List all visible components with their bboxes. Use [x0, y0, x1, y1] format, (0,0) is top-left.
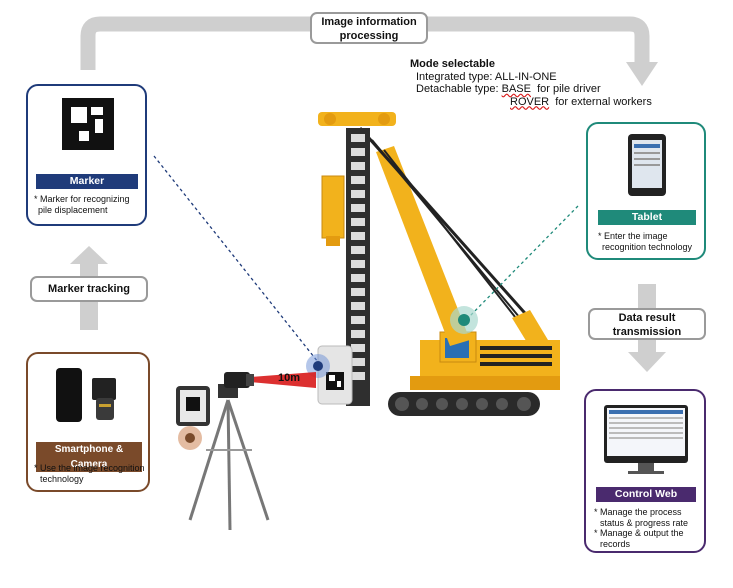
data-result-line2: transmission [612, 326, 682, 338]
mode-title: Mode selectable [410, 58, 495, 70]
image-processing-label: Image information processing [310, 12, 428, 44]
mode-rover-word: ROVER [510, 95, 550, 108]
smartphone-icon [56, 368, 82, 422]
tablet-card: Tablet * Enter the image recognition tec… [586, 122, 706, 260]
monitor-stand-icon [638, 463, 654, 471]
control-web-note: * Manage the process status & progress r… [594, 507, 688, 549]
web-note1-line1: * Manage the process [594, 507, 682, 517]
phone-note-line2: technology [40, 473, 84, 484]
tablet-note-line1: * Enter the image [598, 231, 668, 241]
web-note2-line1: * Manage & output the [594, 528, 684, 538]
image-processing-line2: processing [339, 30, 399, 42]
marker-tracking-arrowhead [70, 246, 108, 264]
data-result-arrowhead [628, 352, 666, 372]
tablet-label: Tablet [598, 210, 696, 225]
pile-driver-crane [317, 112, 560, 416]
tablet-note: * Enter the image recognition technology [598, 231, 692, 252]
marker-qr-icon [62, 98, 114, 150]
mode-rover-desc: for external workers [549, 95, 652, 108]
camera-lens-icon [96, 398, 114, 420]
laser-beam [250, 372, 316, 388]
mode-base-word: BASE [501, 83, 531, 95]
mode-rover-line: ROVER for external workers [410, 96, 652, 109]
data-result-line1: Data result [618, 312, 676, 324]
marker-note-line1: * Marker for recognizing [34, 194, 130, 204]
camera-icon [92, 378, 116, 400]
marker-note-line2: pile displacement [38, 204, 108, 215]
tablet-icon [628, 134, 666, 196]
top-flow-arrowhead [626, 62, 658, 86]
web-note1-line2: status & progress rate [600, 517, 689, 528]
image-processing-line1: Image information [321, 16, 417, 28]
mode-base-desc: for pile driver [530, 83, 601, 95]
mode-integrated: Integrated type: ALL-IN-ONE [416, 70, 557, 83]
tablet-link-line [467, 205, 579, 319]
marker-label: Marker [36, 174, 138, 189]
distance-label: 10m [278, 372, 301, 384]
mode-detachable-prefix: Detachable type: [416, 83, 499, 95]
phone-camera-label: Smartphone & Camera [36, 442, 142, 472]
marker-note: * Marker for recognizing pile displaceme… [34, 194, 130, 215]
control-web-card: Control Web * Manage the process status … [584, 389, 706, 553]
marker-link-line [153, 155, 319, 363]
mode-detachable-line: Detachable type: BASE for pile driver [410, 83, 652, 96]
data-result-label: Data result transmission [588, 308, 706, 340]
mode-selectable-block: Mode selectable Integrated type: ALL-IN-… [410, 58, 652, 108]
tripod-camera [176, 372, 270, 531]
marker-card: Marker * Marker for recognizing pile dis… [26, 84, 147, 226]
monitor-icon [604, 405, 688, 463]
web-note2-line2: records [600, 538, 631, 549]
tablet-note-line2: recognition technology [602, 241, 693, 252]
control-web-label: Control Web [596, 487, 696, 502]
marker-tracking-label: Marker tracking [30, 276, 148, 302]
phone-note-line1: * Use the image recognition [34, 463, 145, 473]
phone-camera-card: Smartphone & Camera * Use the image reco… [26, 352, 150, 492]
phone-camera-note: * Use the image recognition technology [34, 463, 145, 484]
